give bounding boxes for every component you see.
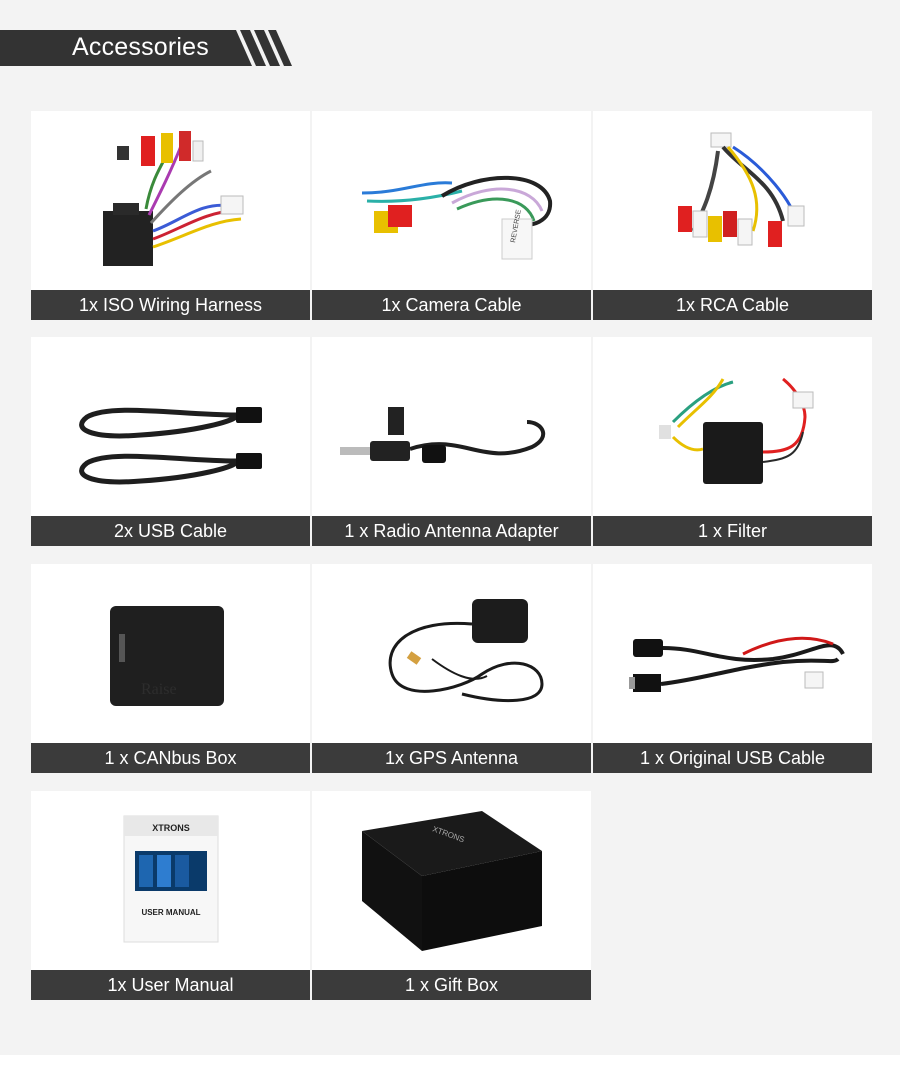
header-banner-shape xyxy=(0,30,292,66)
gift-box-image: XTRONS xyxy=(312,791,591,970)
accessory-caption: 1 x Filter xyxy=(593,516,872,546)
accessory-card-user-manual: XTRONS USER MANUAL 1x User Manual xyxy=(31,791,310,1000)
accessory-caption: 1x Camera Cable xyxy=(312,290,591,320)
accessory-caption: 1 x CANbus Box xyxy=(31,743,310,773)
user-manual-title: USER MANUAL xyxy=(141,908,200,917)
accessory-caption: 2x USB Cable xyxy=(31,516,310,546)
accessory-caption: 1x ISO Wiring Harness xyxy=(31,290,310,320)
accessory-card-filter: 1 x Filter xyxy=(593,337,872,546)
accessory-card-antenna-adapter: 1 x Radio Antenna Adapter xyxy=(312,337,591,546)
accessory-caption: 1 x Gift Box xyxy=(312,970,591,1000)
section-header: Accessories xyxy=(0,30,292,66)
usb-cable-image xyxy=(31,337,310,516)
accessory-caption: 1x RCA Cable xyxy=(593,290,872,320)
canbus-box-image: Raise xyxy=(31,564,310,743)
original-usb-cable-image xyxy=(593,564,872,743)
filter-image xyxy=(593,337,872,516)
accessory-card-canbus-box: Raise 1 x CANbus Box xyxy=(31,564,310,773)
accessory-caption: 1x GPS Antenna xyxy=(312,743,591,773)
accessory-card-gift-box: XTRONS 1 x Gift Box xyxy=(312,791,591,1000)
accessory-caption: 1x User Manual xyxy=(31,970,310,1000)
gps-antenna-image xyxy=(312,564,591,743)
accessory-card-camera-cable: REVERSE 1x Camera Cable xyxy=(312,111,591,320)
accessory-card-usb-cable: 2x USB Cable xyxy=(31,337,310,546)
accessory-card-rca-cable: 1x RCA Cable xyxy=(593,111,872,320)
camera-cable-image: REVERSE xyxy=(312,111,591,290)
accessory-card-original-usb-cable: 1 x Original USB Cable xyxy=(593,564,872,773)
accessory-caption: 1 x Radio Antenna Adapter xyxy=(312,516,591,546)
rca-cable-image xyxy=(593,111,872,290)
accessory-caption: 1 x Original USB Cable xyxy=(593,743,872,773)
canbus-box-brand: Raise xyxy=(141,681,177,698)
iso-wiring-harness-image xyxy=(31,111,310,290)
accessory-card-iso-harness: 1x ISO Wiring Harness xyxy=(31,111,310,320)
page-footer-strip xyxy=(0,1055,900,1079)
page-title: Accessories xyxy=(72,33,209,61)
user-manual-brand: XTRONS xyxy=(152,823,190,833)
user-manual-image: XTRONS USER MANUAL xyxy=(31,791,310,970)
accessory-card-gps-antenna: 1x GPS Antenna xyxy=(312,564,591,773)
radio-antenna-adapter-image xyxy=(312,337,591,516)
